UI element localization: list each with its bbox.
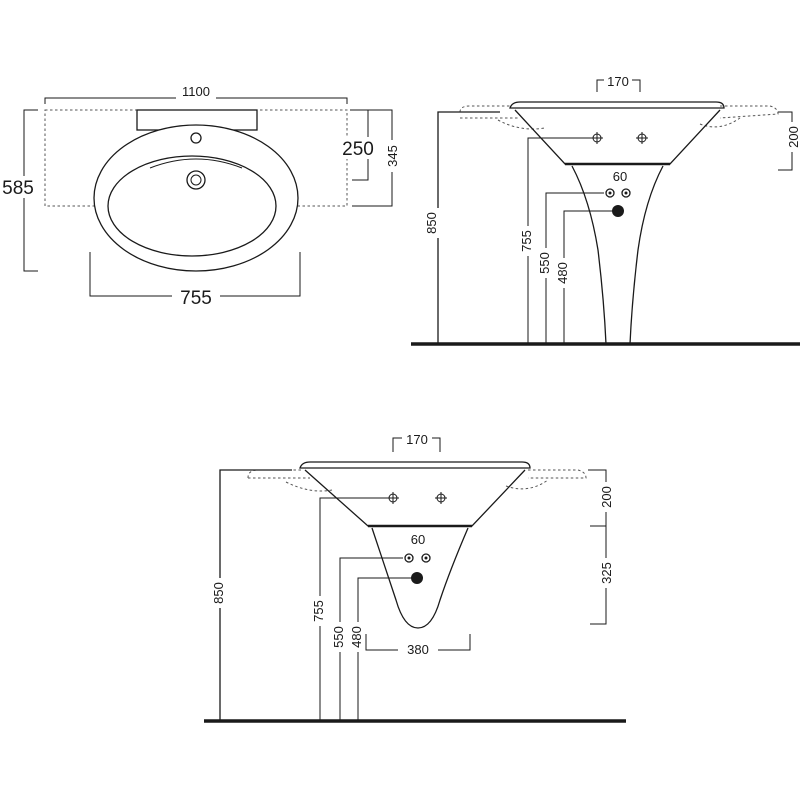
dim-label-755: 755 xyxy=(311,600,326,622)
pedestal-bowl xyxy=(371,527,469,629)
dim-label-550: 550 xyxy=(537,252,552,274)
waste-outlet xyxy=(411,572,423,584)
basin-inner-bowl xyxy=(107,155,277,257)
dim-label-60: 60 xyxy=(411,532,425,547)
label-bg-1100 xyxy=(176,84,216,100)
label-bg-755 xyxy=(172,286,220,308)
label-bg-550 xyxy=(330,622,348,652)
side-view: 60 170 200 850 755 550 480 xyxy=(411,72,800,346)
counter-right xyxy=(528,469,587,479)
dim-label-200: 200 xyxy=(786,126,800,148)
pedestal-right xyxy=(629,165,664,345)
label-bg-585 xyxy=(0,176,36,198)
dim-label-850: 850 xyxy=(211,582,226,604)
dim-line-480 xyxy=(563,210,612,344)
pedestal-left xyxy=(571,165,607,345)
tap-hole xyxy=(190,132,202,144)
dim-label-585: 585 xyxy=(2,178,34,199)
supply-connector-right-dot xyxy=(624,191,628,195)
dim-label-200: 200 xyxy=(599,486,614,508)
counter-curve-left xyxy=(497,119,546,130)
supply-connector-right xyxy=(421,553,431,563)
supply-connector-right xyxy=(621,188,631,198)
dim-line-850 xyxy=(437,111,500,344)
tap-mark-left xyxy=(387,492,399,504)
dim-label-755: 755 xyxy=(519,230,534,252)
dim-label-170: 170 xyxy=(406,432,428,447)
label-bg-380 xyxy=(398,641,438,657)
dim-line-850 xyxy=(219,469,292,721)
dim-line-480 xyxy=(357,577,411,721)
dim-label-480: 480 xyxy=(555,262,570,284)
dim-label-170: 170 xyxy=(607,74,629,89)
counter-right xyxy=(719,105,779,119)
supply-connector-left-dot xyxy=(608,191,612,195)
label-bg-325 xyxy=(598,558,616,588)
dim-line-755 xyxy=(527,137,593,344)
dim-line-550 xyxy=(545,192,604,344)
bowl-back-curve xyxy=(149,158,243,169)
label-bg-200 xyxy=(786,122,800,152)
dim-label-60: 60 xyxy=(613,169,627,184)
dim-label-480: 480 xyxy=(349,626,364,648)
label-bg-850 xyxy=(425,208,443,238)
counter-curve-right xyxy=(505,479,549,490)
basin-top xyxy=(299,461,531,469)
label-bg-480 xyxy=(348,622,366,652)
dim-line-755 xyxy=(319,497,388,721)
counter-left xyxy=(459,105,512,113)
dim-label-345: 345 xyxy=(385,145,400,167)
waste-outlet xyxy=(612,205,624,217)
label-bg-345 xyxy=(383,140,401,172)
label-bg-480 xyxy=(554,258,572,288)
dim-label-380: 380 xyxy=(407,642,429,657)
dim-label-755: 755 xyxy=(180,288,212,309)
label-bg-755 xyxy=(310,596,328,626)
label-bg-550 xyxy=(536,248,554,278)
dim-label-550: 550 xyxy=(331,626,346,648)
supply-connector-left xyxy=(605,188,615,198)
top-view: 1100 585 755 250 345 xyxy=(0,84,401,309)
label-bg-755 xyxy=(518,226,536,256)
drain-outer xyxy=(186,170,206,190)
supply-connector-right-dot xyxy=(424,556,428,560)
drain-inner xyxy=(190,174,202,186)
dim-label-325: 325 xyxy=(599,562,614,584)
tap-mark-right xyxy=(435,492,447,504)
basin-top xyxy=(509,101,725,109)
label-bg-200 xyxy=(598,482,616,512)
basin-body xyxy=(514,109,721,165)
supply-connector-left xyxy=(404,553,414,563)
counter-left xyxy=(247,469,302,479)
label-bg-250 xyxy=(336,137,380,159)
basin-outer-rim xyxy=(93,124,299,272)
dim-line-550 xyxy=(339,557,403,721)
dim-label-1100: 1100 xyxy=(182,84,210,99)
counter-curve-right xyxy=(699,117,741,128)
label-bg-850 xyxy=(209,578,229,608)
label-bg-170 xyxy=(604,72,632,88)
supply-connector-left-dot xyxy=(407,556,411,560)
dim-label-850: 850 xyxy=(424,212,439,234)
tap-mark-right xyxy=(636,132,648,144)
label-bg-170 xyxy=(402,430,432,446)
front-view: 60 170 200 325 850 755 550 480 380 xyxy=(204,430,626,723)
counter-curve-left xyxy=(285,481,333,492)
dim-label-250: 250 xyxy=(342,139,374,160)
